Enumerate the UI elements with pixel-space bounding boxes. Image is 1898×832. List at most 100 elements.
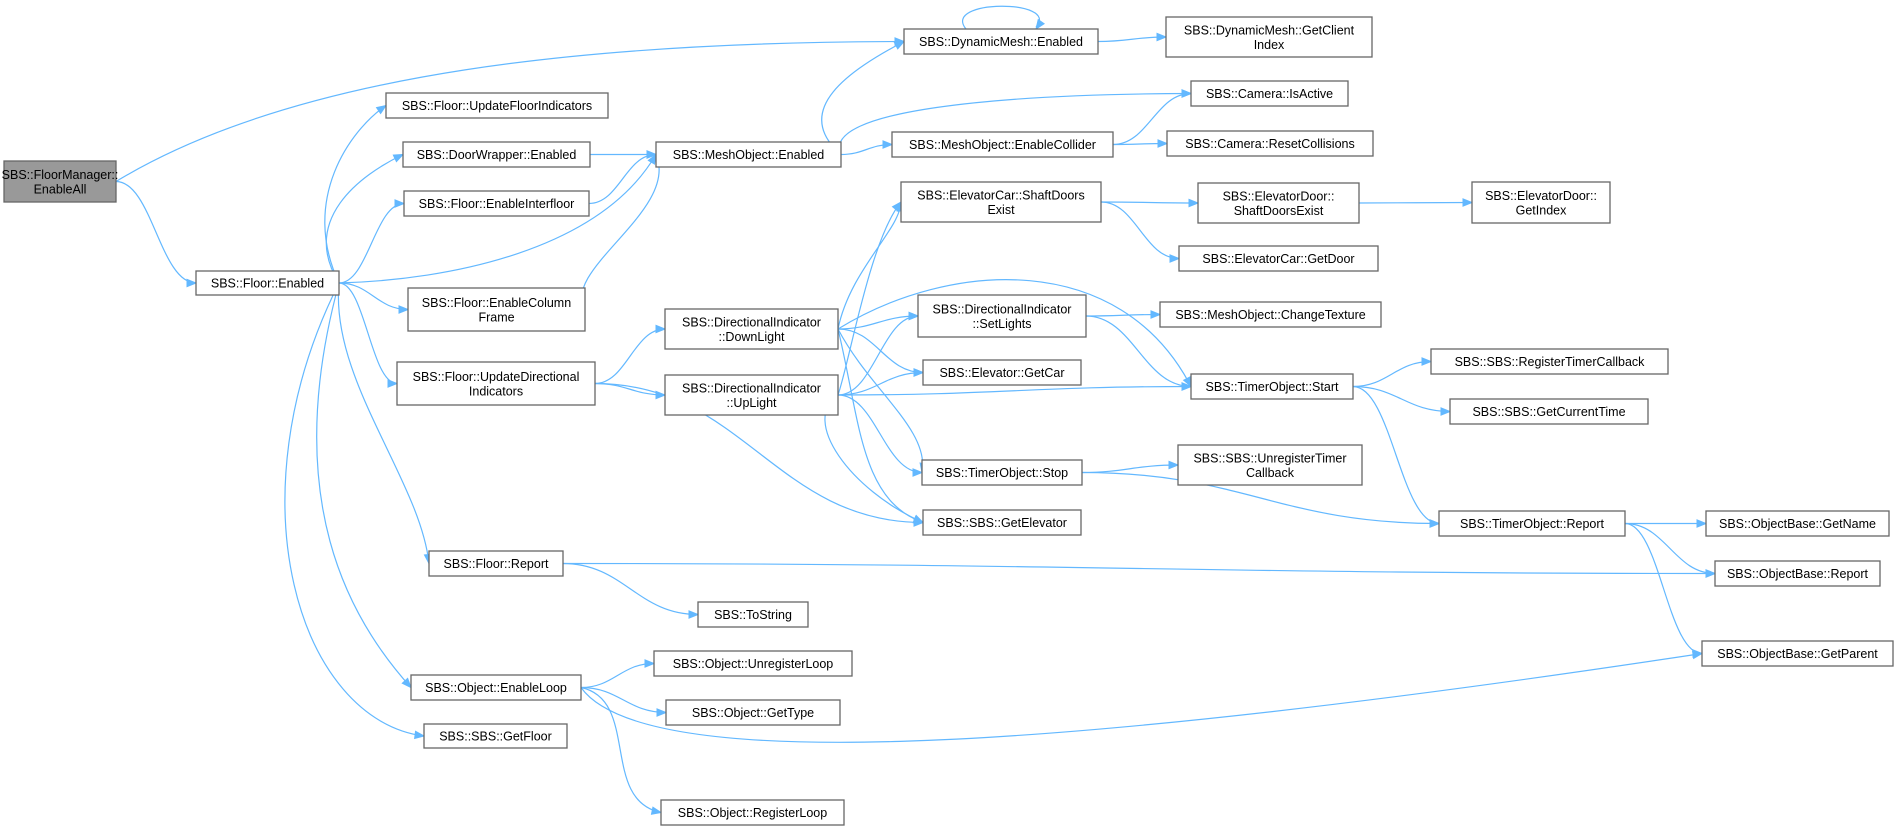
node-doorwrapper-enabled[interactable]: SBS::DoorWrapper::Enabled xyxy=(402,141,591,168)
edge-arrowhead xyxy=(1696,519,1708,528)
node-sbs-getcurrenttime[interactable]: SBS::SBS::GetCurrentTime xyxy=(1449,398,1649,425)
edge-arrowhead xyxy=(1157,139,1169,148)
node-sbs-registertimercallback[interactable]: SBS::SBS::RegisterTimerCallback xyxy=(1430,348,1669,375)
node-meshobject-changetexture[interactable]: SBS::MeshObject::ChangeTexture xyxy=(1159,301,1382,328)
edge-line xyxy=(837,328,924,524)
edge-arrowhead xyxy=(392,153,405,163)
node-box xyxy=(396,361,596,406)
node-label: SBS::Floor::UpdateDirectional xyxy=(413,370,580,384)
node-meshobject-enabled[interactable]: SBS::MeshObject::Enabled xyxy=(655,141,842,168)
edge-line xyxy=(837,394,923,474)
node-tostring[interactable]: SBS::ToString xyxy=(697,601,809,628)
node-label: EnableAll xyxy=(34,182,87,196)
node-box xyxy=(1166,130,1374,157)
node-object-enableloop[interactable]: SBS::Object::EnableLoop xyxy=(410,674,582,701)
node-label: GetIndex xyxy=(1516,203,1567,217)
edge-line xyxy=(115,180,197,284)
node-box xyxy=(903,28,1099,55)
node-box xyxy=(922,509,1082,536)
node-box xyxy=(1701,640,1894,667)
edge-floor_enabled-to-meshobject_enabled xyxy=(338,153,657,284)
node-elevatordoor-shaftdoorsexist[interactable]: SBS::ElevatorDoor::ShaftDoorsExist xyxy=(1197,182,1360,224)
edge-line xyxy=(338,202,405,284)
node-label: SBS::TimerObject::Stop xyxy=(936,466,1068,480)
node-label: Frame xyxy=(478,310,514,324)
node-object-unregisterloop[interactable]: SBS::Object::UnregisterLoop xyxy=(653,650,853,677)
edge-di_uplight-to-elevatorcar_shaftdoorsexist xyxy=(837,200,902,396)
node-label: SBS::DirectionalIndicator xyxy=(933,302,1072,316)
node-box xyxy=(660,799,845,826)
node-elevator-getcar[interactable]: SBS::Elevator::GetCar xyxy=(922,359,1082,386)
node-label: SBS::Camera::IsActive xyxy=(1206,87,1333,101)
node-label: ShaftDoorsExist xyxy=(1234,204,1324,218)
edge-floor_enabled-to-floor_enablecolumnframe xyxy=(338,282,410,314)
edges-layer xyxy=(115,5,1717,815)
node-sbs-getfloor[interactable]: SBS::SBS::GetFloor xyxy=(423,723,568,749)
edge-di_setlights-to-meshobject_changetexture xyxy=(1085,310,1162,319)
node-objectbase-getparent[interactable]: SBS::ObjectBase::GetParent xyxy=(1701,640,1894,667)
edge-line xyxy=(962,5,1040,30)
nodes-layer: SBS::FloorManager::EnableAllSBS::Floor::… xyxy=(2,16,1894,826)
edge-di_setlights-to-timerobject_start xyxy=(1085,315,1193,391)
node-object-gettype[interactable]: SBS::Object::GetType xyxy=(665,699,841,726)
node-floor-enableinterfloor[interactable]: SBS::Floor::EnableInterfloor xyxy=(403,190,590,217)
node-box xyxy=(1714,560,1881,587)
node-camera-isactive[interactable]: SBS::Camera::IsActive xyxy=(1190,80,1349,107)
edge-arrowhead xyxy=(688,610,700,619)
edge-line xyxy=(115,40,905,183)
node-di-uplight[interactable]: SBS::DirectionalIndicator::UpLight xyxy=(664,374,839,416)
node-floor-enabled[interactable]: SBS::Floor::Enabled xyxy=(195,270,340,296)
node-label: Callback xyxy=(1246,466,1295,480)
node-elevatorcar-shaftdoorsexist[interactable]: SBS::ElevatorCar::ShaftDoorsExist xyxy=(900,181,1102,223)
edge-arrowhead xyxy=(1168,460,1180,470)
node-label: SBS::Object::EnableLoop xyxy=(425,681,567,695)
edge-arrowhead xyxy=(401,677,412,689)
node-elevatordoor-getindex[interactable]: SBS::ElevatorDoor::GetIndex xyxy=(1471,181,1611,224)
node-timerobject-start[interactable]: SBS::TimerObject::Start xyxy=(1190,373,1354,400)
edge-line xyxy=(338,282,409,311)
node-timerobject-report[interactable]: SBS::TimerObject::Report xyxy=(1438,510,1626,537)
edge-line xyxy=(837,371,924,396)
edge-meshobject_enabled-to-meshobject_enablecollider xyxy=(840,140,894,156)
edge-line xyxy=(837,385,1192,396)
edge-floor_enabled-to-floor_updatedirectionalindicators xyxy=(338,282,399,388)
node-box xyxy=(653,650,853,677)
node-label: SBS::MeshObject::EnableCollider xyxy=(909,138,1096,152)
node-label: SBS::Floor::UpdateFloorIndicators xyxy=(402,99,592,113)
node-meshobject-enablecollider[interactable]: SBS::MeshObject::EnableCollider xyxy=(891,131,1114,158)
node-label: SBS::ObjectBase::Report xyxy=(1727,567,1869,581)
node-label: SBS::ElevatorDoor:: xyxy=(1223,189,1335,203)
edge-object_enableloop-to-object_unregisterloop xyxy=(580,659,656,689)
node-floor-report[interactable]: SBS::Floor::Report xyxy=(428,550,564,577)
node-floor-updatefloorindicators[interactable]: SBS::Floor::UpdateFloorIndicators xyxy=(385,92,609,119)
edge-arrowhead xyxy=(394,199,406,208)
edge-elevatorcar_shaftdoorsexist-to-elevatordoor_shaftdoorsexist xyxy=(1100,198,1200,208)
node-box xyxy=(1471,181,1611,224)
node-elevatorcar-getdoor[interactable]: SBS::ElevatorCar::GetDoor xyxy=(1178,245,1379,272)
node-objectbase-report[interactable]: SBS::ObjectBase::Report xyxy=(1714,560,1881,587)
node-di-setlights[interactable]: SBS::DirectionalIndicator::SetLights xyxy=(917,294,1087,338)
node-objectbase-getname[interactable]: SBS::ObjectBase::GetName xyxy=(1705,510,1890,537)
node-timerobject-stop[interactable]: SBS::TimerObject::Stop xyxy=(921,459,1083,486)
node-fm-enableall[interactable]: SBS::FloorManager::EnableAll xyxy=(2,160,119,203)
edge-timerobject_report-to-objectbase_getparent xyxy=(1624,522,1704,658)
node-label: SBS::MeshObject::ChangeTexture xyxy=(1175,308,1365,322)
edge-floor_enablecolumnframe-to-meshobject_enabled xyxy=(581,153,664,310)
node-box xyxy=(664,374,839,416)
edge-line xyxy=(324,105,387,284)
node-label: SBS::DirectionalIndicator xyxy=(682,315,821,329)
node-di-downlight[interactable]: SBS::DirectionalIndicator::DownLight xyxy=(664,308,839,350)
node-object-registerloop[interactable]: SBS::Object::RegisterLoop xyxy=(660,799,845,826)
node-sbs-getelevator[interactable]: SBS::SBS::GetElevator xyxy=(922,509,1082,536)
edge-line xyxy=(824,394,924,524)
edge-line xyxy=(562,562,699,616)
node-label: SBS::ElevatorCar::ShaftDoors xyxy=(917,188,1084,202)
node-camera-resetcollisions[interactable]: SBS::Camera::ResetCollisions xyxy=(1166,130,1374,157)
node-dynamicmesh-enabled[interactable]: SBS::DynamicMesh::Enabled xyxy=(903,28,1099,55)
edge-arrowhead xyxy=(1188,198,1200,208)
node-box xyxy=(195,270,340,296)
